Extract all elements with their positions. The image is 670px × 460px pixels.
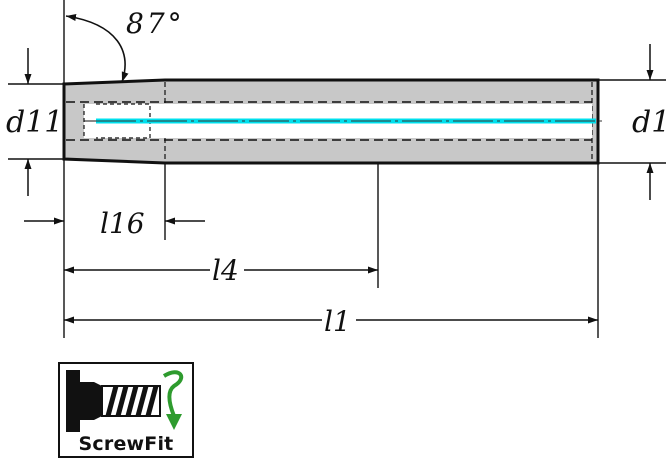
tool-body (62, 78, 602, 165)
label-l4: l4 (212, 254, 239, 287)
dimension-d1: d1 (632, 44, 670, 200)
rotate-arrow-icon (162, 370, 184, 430)
logo-text: ScrewFit (78, 433, 174, 455)
angle-label: 87° (126, 7, 185, 40)
label-l1: l1 (324, 305, 351, 338)
label-d1: d1 (632, 105, 670, 140)
dimension-l16: l16 (24, 207, 205, 240)
dimension-l1: l1 (64, 302, 598, 338)
angle-annotation: 87° (65, 7, 185, 83)
extension-lines (8, 0, 666, 338)
dimension-d11: d11 (6, 48, 63, 196)
screw-icon (66, 370, 184, 432)
screwfit-logo: ScrewFit (58, 362, 194, 458)
label-l16: l16 (100, 207, 145, 240)
label-d11: d11 (6, 105, 63, 140)
dimension-l4: l4 (64, 252, 378, 287)
